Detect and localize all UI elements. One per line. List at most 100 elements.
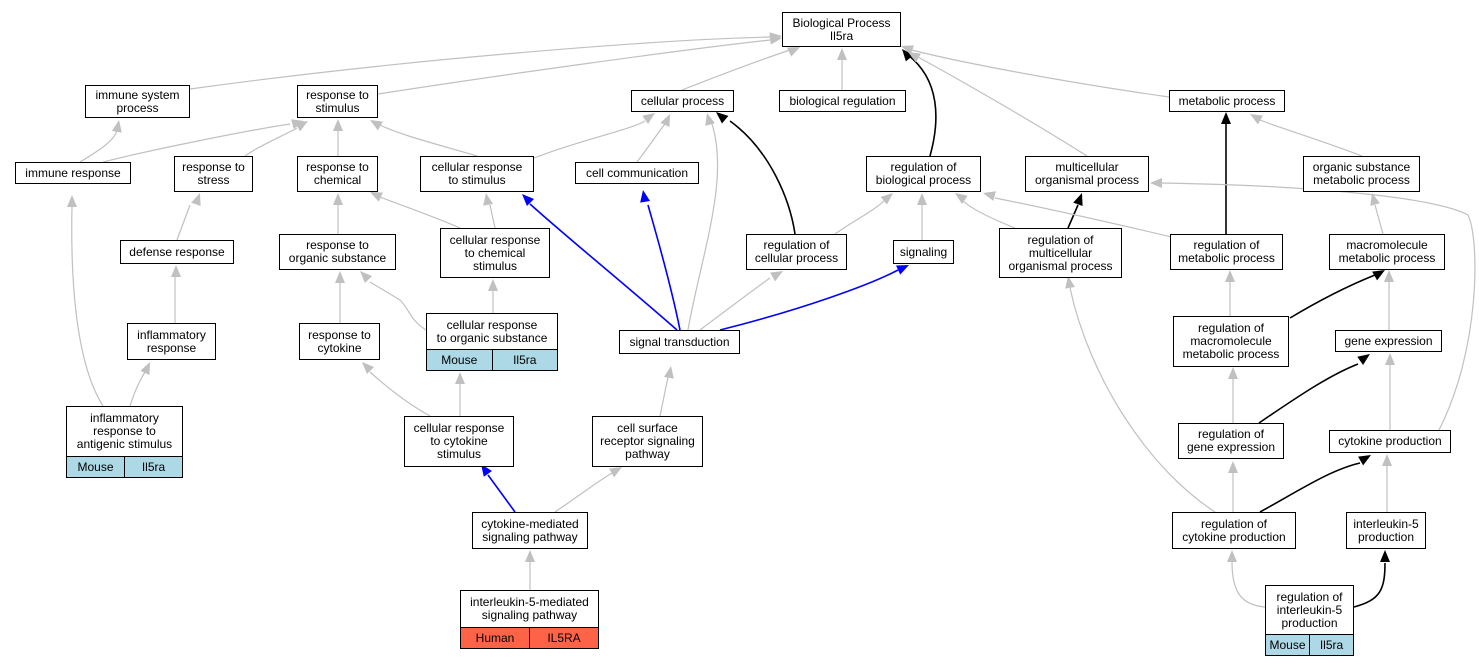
node-response-to-cytokine[interactable]: response to cytokine bbox=[299, 323, 380, 360]
node-multicellular-organismal-process[interactable]: multicellular organismal process bbox=[1025, 156, 1149, 192]
edge-arrowhead bbox=[333, 193, 343, 205]
node-cellular-response-to-stimulus[interactable]: cellular response to stimulus bbox=[420, 156, 534, 192]
edge-line bbox=[687, 123, 719, 331]
edge-line bbox=[907, 54, 937, 157]
edge-arrowhead bbox=[642, 113, 655, 124]
annotation-tags: Mouse Il5ra bbox=[427, 349, 557, 370]
node-metabolic-process[interactable]: metabolic process bbox=[1169, 90, 1285, 112]
node-regulation-of-cellular-process[interactable]: regulation of cellular process bbox=[746, 234, 847, 270]
edge-arrowhead bbox=[1382, 454, 1392, 466]
edge-arrowhead bbox=[481, 464, 492, 477]
node-cell-surface-receptor-signaling-pathway[interactable]: cell surface receptor signaling pathway bbox=[592, 416, 703, 467]
node-macromolecule-metabolic-process[interactable]: macromolecule metabolic process bbox=[1329, 234, 1445, 270]
edge-line bbox=[636, 123, 666, 163]
edge-line bbox=[994, 197, 1181, 240]
edge-arrowhead bbox=[1380, 550, 1390, 562]
node-signal-transduction[interactable]: signal transduction bbox=[619, 330, 740, 354]
node-cellular-response-to-cytokine-stimulus[interactable]: cellular response to cytokine stimulus bbox=[404, 416, 514, 467]
edge-line bbox=[1159, 182, 1476, 431]
node-regulation-of-biological-process[interactable]: regulation of biological process bbox=[866, 156, 981, 192]
node-immune-response[interactable]: immune response bbox=[15, 162, 131, 184]
edge-arrowhead bbox=[908, 52, 921, 63]
edge-arrowhead bbox=[333, 119, 343, 131]
node-immune-system-process[interactable]: immune system process bbox=[85, 85, 190, 118]
node-biological-process-root[interactable]: Biological Process Il5ra bbox=[782, 12, 901, 47]
node-regulation-of-metabolic-process[interactable]: regulation of metabolic process bbox=[1170, 234, 1283, 270]
edge-line bbox=[379, 196, 461, 229]
edge-arrowhead bbox=[522, 194, 535, 207]
edge-arrowhead bbox=[1370, 193, 1380, 206]
edge-arrowhead bbox=[1250, 114, 1263, 125]
edge-arrowhead bbox=[1225, 270, 1235, 282]
gene-tag-il5ra: Il5ra bbox=[124, 457, 182, 477]
edge-arrowhead bbox=[360, 271, 373, 284]
species-tag-human: Human bbox=[461, 628, 529, 648]
node-biological-regulation[interactable]: biological regulation bbox=[779, 90, 906, 112]
node-regulation-of-macromolecule-metabolic-process[interactable]: regulation of macromolecule metabolic pr… bbox=[1173, 316, 1289, 367]
edge-line bbox=[71, 205, 104, 407]
node-signaling[interactable]: signaling bbox=[893, 240, 954, 264]
edge-line bbox=[369, 281, 427, 331]
node-cellular-response-to-chemical-stimulus[interactable]: cellular response to chemical stimulus bbox=[440, 228, 550, 278]
node-label: cellular response to organic substance bbox=[436, 317, 548, 345]
edge-line bbox=[1231, 561, 1266, 608]
edge-arrowhead bbox=[67, 195, 77, 207]
edge-arrowhead bbox=[705, 113, 715, 126]
edge-line bbox=[917, 56, 1088, 157]
node-regulation-of-multicellular-organismal-process[interactable]: regulation of multicellular organismal p… bbox=[999, 228, 1122, 278]
node-response-to-organic-substance[interactable]: response to organic substance bbox=[279, 234, 396, 270]
edge-line bbox=[647, 204, 681, 331]
node-organic-substance-metabolic-process[interactable]: organic substance metabolic process bbox=[1303, 156, 1420, 192]
edge-line bbox=[834, 199, 886, 235]
node-interleukin-5-production[interactable]: interleukin-5 production bbox=[1346, 512, 1426, 549]
edge-line bbox=[719, 269, 899, 331]
node-regulation-of-gene-expression[interactable]: regulation of gene expression bbox=[1178, 423, 1284, 459]
edge-line bbox=[1259, 462, 1361, 513]
edge-line bbox=[244, 127, 298, 157]
edge-arrowhead bbox=[769, 34, 782, 45]
node-inflammatory-response-to-antigenic-stimulus[interactable]: inflammatory response to antigenic stimu… bbox=[66, 406, 183, 478]
edge-arrowhead bbox=[1357, 354, 1370, 365]
edge-arrowhead bbox=[1227, 550, 1237, 562]
edge-arrowhead bbox=[191, 193, 201, 206]
node-gene-expression[interactable]: gene expression bbox=[1335, 330, 1442, 352]
species-tag-mouse: Mouse bbox=[67, 457, 124, 477]
edge-line bbox=[729, 120, 796, 235]
node-response-to-stress[interactable]: response to stress bbox=[174, 156, 253, 192]
edge-line bbox=[189, 36, 771, 90]
edge-line bbox=[681, 49, 791, 91]
edge-arrowhead bbox=[1228, 367, 1238, 379]
edge-arrowhead bbox=[1073, 193, 1083, 206]
node-defense-response[interactable]: defense response bbox=[120, 240, 234, 264]
edge-arrowhead bbox=[1358, 455, 1371, 466]
edge-arrowhead bbox=[1221, 112, 1231, 124]
node-cellular-process[interactable]: cellular process bbox=[631, 90, 734, 112]
edge-arrowhead bbox=[640, 190, 651, 203]
node-response-to-chemical[interactable]: response to chemical bbox=[297, 156, 378, 192]
edge-line bbox=[377, 39, 771, 95]
edge-arrowhead bbox=[295, 121, 308, 132]
edge-arrowhead bbox=[880, 193, 893, 205]
node-response-to-stimulus[interactable]: response to stimulus bbox=[297, 85, 378, 118]
node-regulation-of-interleukin-5-production[interactable]: regulation of interleukin-5 production M… bbox=[1265, 585, 1354, 656]
species-tag-mouse: Mouse bbox=[1266, 635, 1309, 655]
edge-line bbox=[961, 199, 1016, 229]
edge-line bbox=[79, 129, 118, 163]
node-label: regulation of interleukin-5 production bbox=[1276, 589, 1343, 630]
edge-arrowhead bbox=[837, 48, 847, 60]
edge-line bbox=[529, 203, 678, 331]
node-cytokine-production[interactable]: cytokine production bbox=[1329, 430, 1451, 453]
edge-line bbox=[102, 123, 291, 163]
node-regulation-of-cytokine-production[interactable]: regulation of cytokine production bbox=[1172, 512, 1296, 549]
edge-arrowhead bbox=[1384, 270, 1394, 282]
edge-line bbox=[1374, 204, 1384, 235]
node-cytokine-mediated-signaling-pathway[interactable]: cytokine-mediated signaling pathway bbox=[472, 512, 588, 549]
node-cellular-response-to-organic-substance[interactable]: cellular response to organic substance M… bbox=[426, 313, 558, 371]
node-interleukin-5-mediated-signaling-pathway[interactable]: interleukin-5-mediated signaling pathway… bbox=[460, 590, 599, 649]
edge-arrowhead bbox=[171, 265, 181, 277]
annotation-tags: Mouse Il5ra bbox=[67, 456, 182, 477]
node-inflammatory-response[interactable]: inflammatory response bbox=[127, 323, 216, 360]
node-cell-communication[interactable]: cell communication bbox=[575, 162, 699, 184]
edge-line bbox=[489, 204, 496, 229]
